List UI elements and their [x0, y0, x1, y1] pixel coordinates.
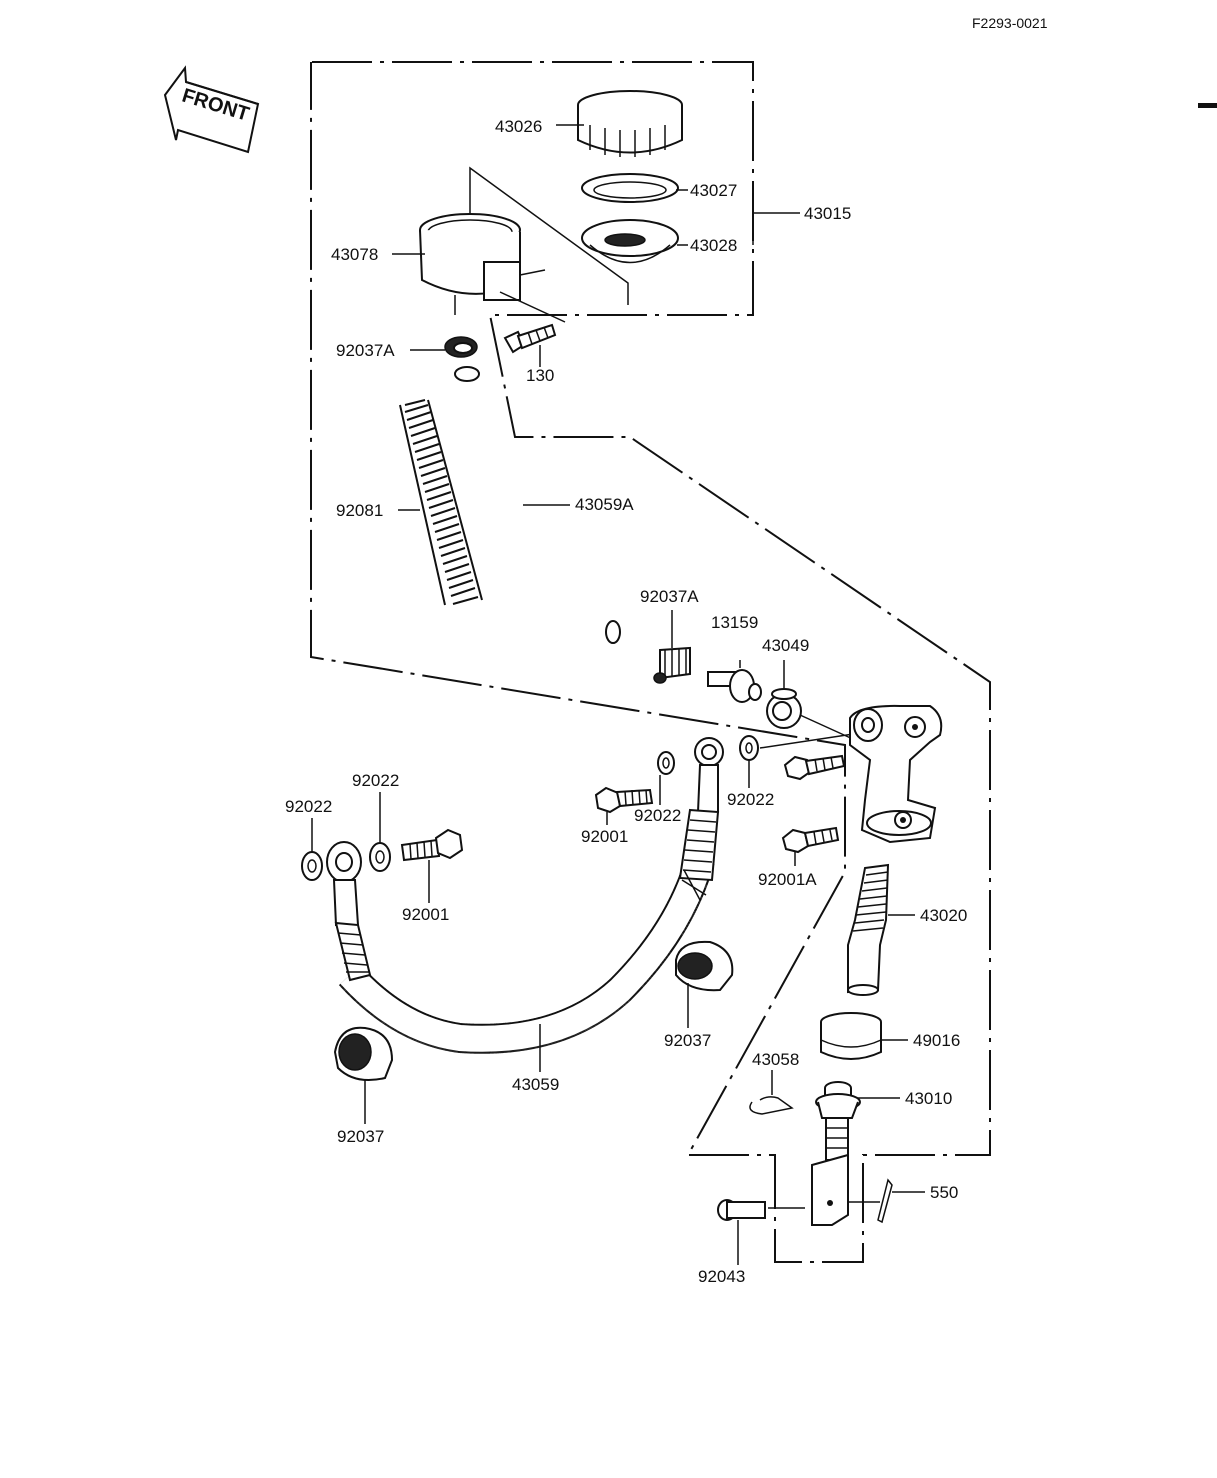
reservoir-cap	[577, 90, 683, 157]
piston-cup	[820, 1012, 882, 1060]
label-43026: 43026	[495, 117, 542, 136]
clamp-mid	[653, 646, 691, 684]
reservoir	[419, 213, 546, 315]
clamp-top	[444, 336, 478, 358]
label-43059a: 43059A	[575, 495, 634, 514]
assembly-boundary-line	[310, 61, 991, 1263]
front-arrow-icon: FRONT	[163, 65, 260, 154]
label-92001-a: 92001	[581, 827, 628, 846]
label-43015: 43015	[804, 204, 851, 223]
label-92081: 92081	[336, 501, 383, 520]
seal-grommet	[766, 688, 802, 729]
label-43010: 43010	[905, 1089, 952, 1108]
label-43028: 43028	[690, 236, 737, 255]
push-rod-assembly	[811, 1081, 861, 1226]
diaphragm-plate	[581, 173, 679, 203]
label-49016: 49016	[913, 1031, 960, 1050]
document-code: F2293-0021	[972, 15, 1048, 31]
label-43027: 43027	[690, 181, 737, 200]
label-92037-a: 92037	[664, 1031, 711, 1050]
master-cylinder-body	[849, 704, 943, 844]
label-13159: 13159	[711, 613, 758, 632]
banjo-bolt-lower	[400, 828, 464, 862]
label-43059: 43059	[512, 1075, 559, 1094]
label-92022-b: 92022	[634, 806, 681, 825]
washer-a	[301, 851, 323, 881]
guide-line	[469, 166, 629, 305]
reservoir-hose	[446, 366, 621, 644]
cotter-pin	[877, 1178, 893, 1224]
label-43058: 43058	[752, 1050, 799, 1069]
margin-mark	[1198, 103, 1217, 108]
label-43078: 43078	[331, 245, 378, 264]
hose-fitting	[707, 669, 762, 703]
label-92022-c: 92022	[727, 790, 774, 809]
label-43049: 43049	[762, 636, 809, 655]
bolt-92001a	[781, 826, 840, 854]
washer-d	[369, 842, 391, 872]
diaphragm	[581, 219, 679, 264]
retaining-clip	[749, 1096, 794, 1115]
washer-b	[657, 751, 675, 775]
brake-hose	[326, 737, 724, 1054]
label-92001-b: 92001	[402, 905, 449, 924]
rubber-boot-left	[333, 1026, 394, 1081]
rubber-boot-right	[675, 940, 734, 992]
label-92022-a: 92022	[285, 797, 332, 816]
spring	[399, 399, 483, 610]
label-92037a-mid: 92037A	[640, 587, 699, 606]
label-92037a-top: 92037A	[336, 341, 395, 360]
screw-130	[503, 323, 557, 354]
label-92022-d: 92022	[352, 771, 399, 790]
label-92037-b: 92037	[337, 1127, 384, 1146]
label-43020: 43020	[920, 906, 967, 925]
label-92001a: 92001A	[758, 870, 817, 889]
label-92043: 92043	[698, 1267, 745, 1286]
label-130: 130	[526, 366, 554, 385]
banjo-bolt-cylinder	[783, 754, 846, 781]
label-550: 550	[930, 1183, 958, 1202]
clevis-pin	[717, 1199, 766, 1221]
washer-c	[739, 735, 759, 761]
push-rod	[847, 863, 890, 996]
banjo-bolt-upper	[594, 786, 654, 814]
